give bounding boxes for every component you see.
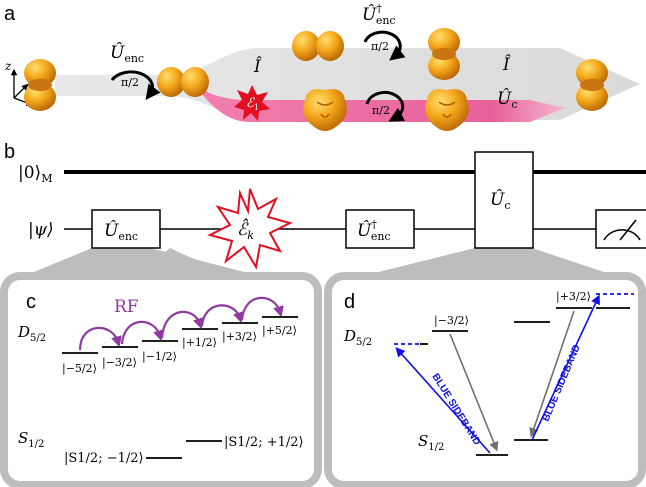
state-blob-initial bbox=[24, 59, 56, 111]
state-d-m32: |−3/2⟩ bbox=[102, 356, 137, 370]
panel-d: d D5/2 S1/2 |−3/2⟩ |+3/2⟩ BLUE SIDEBAND … bbox=[324, 272, 646, 487]
state-d-p52: |+5/2⟩ bbox=[262, 324, 297, 338]
rf-arrow-1 bbox=[78, 326, 122, 351]
op-correction-label: Ûc bbox=[497, 88, 518, 111]
op-decode-dagger-label: Û†enc bbox=[362, 2, 396, 27]
d-d-level-label: D5/2 bbox=[343, 327, 372, 348]
state-blob-upper-right bbox=[428, 28, 460, 80]
gate-encode-label: Ûenc bbox=[104, 220, 138, 243]
state-blob-error-right bbox=[424, 88, 470, 132]
op-identity-label-left: Î bbox=[253, 56, 262, 77]
rotation-error-label: π/2 bbox=[372, 104, 390, 117]
zoom-connector-c-right bbox=[160, 248, 320, 286]
panel-c-label: c bbox=[26, 291, 36, 313]
gate-correction-label: Ûc bbox=[490, 189, 511, 212]
panel-d-frame bbox=[324, 272, 646, 487]
axis-z-label: z bbox=[4, 59, 12, 73]
qubit-ancilla-label: |0⟩M bbox=[18, 163, 52, 185]
rf-arrow-5 bbox=[240, 296, 284, 321]
gate-encode bbox=[91, 209, 161, 249]
rf-arrows bbox=[78, 296, 284, 351]
op-identity-label-right: Î bbox=[502, 54, 511, 75]
c-d-level-label: D5/2 bbox=[17, 323, 46, 344]
gate-error-label: ℰ̂k bbox=[237, 218, 254, 242]
rotation-icon-error: π/2 bbox=[365, 91, 406, 122]
state-s-m12: |S1/2; −1/2⟩ bbox=[64, 451, 144, 466]
error-star-icon: ℰ1 bbox=[234, 85, 270, 121]
error-path-band bbox=[200, 88, 565, 122]
d-state-m32: |−3/2⟩ bbox=[434, 314, 469, 328]
panel-d-label: d bbox=[344, 291, 355, 313]
panel-a-label: a bbox=[4, 3, 16, 25]
state-blob-final bbox=[576, 59, 608, 111]
rf-arrow-3 bbox=[160, 310, 204, 339]
state-s-p12: |S1/2; +1/2⟩ bbox=[224, 435, 304, 450]
panel-c-frame bbox=[0, 272, 322, 487]
state-d-p32: |+3/2⟩ bbox=[222, 330, 257, 344]
panel-c: c RF D5/2 S1/2 |−5/2⟩ |−3/2⟩ |−1/2⟩ |+1/… bbox=[0, 272, 322, 487]
state-blob-error-left bbox=[302, 88, 348, 132]
panel-b-label: b bbox=[4, 141, 15, 163]
gate-correction bbox=[474, 151, 534, 249]
panel-a: a z y x π/2 π/2 π/ bbox=[4, 2, 640, 132]
d-state-p32: |+3/2⟩ bbox=[556, 290, 591, 304]
state-d-m12: |−1/2⟩ bbox=[142, 350, 177, 364]
qubit-data-label: |ψ⟩ bbox=[28, 220, 54, 240]
decay-arrow-left bbox=[449, 333, 499, 452]
panel-b: b |0⟩M |ψ⟩ Ûenc ℰ̂k Û†enc Ûc bbox=[0, 141, 646, 286]
error-star-label: ℰ1 bbox=[246, 96, 259, 112]
gate-error-star: ℰ̂k bbox=[207, 188, 293, 270]
rf-arrow-2 bbox=[120, 320, 164, 345]
rotation-enc-label: π/2 bbox=[121, 76, 139, 89]
sideband-arrow-left bbox=[395, 347, 491, 454]
decay-arrow-right bbox=[529, 310, 575, 438]
rotation-icon-dec: π/2 bbox=[363, 30, 406, 61]
rotation-icon-enc: π/2 bbox=[110, 70, 161, 101]
d-s-level-label: S1/2 bbox=[418, 432, 444, 453]
rf-label: RF bbox=[114, 297, 139, 317]
state-d-p12: |+1/2⟩ bbox=[182, 336, 217, 350]
rotation-dec-label: π/2 bbox=[371, 40, 389, 53]
rf-arrow-4 bbox=[200, 304, 244, 327]
gate-decode-label: Û†enc bbox=[357, 218, 391, 243]
op-encode-label: Ûenc bbox=[110, 42, 144, 65]
sideband-arrow-right bbox=[531, 294, 600, 441]
c-s-level-label: S1/2 bbox=[18, 429, 44, 450]
measurement-meter-icon bbox=[595, 209, 646, 249]
state-d-m52: |−5/2⟩ bbox=[62, 362, 97, 376]
gate-decode bbox=[345, 209, 415, 249]
